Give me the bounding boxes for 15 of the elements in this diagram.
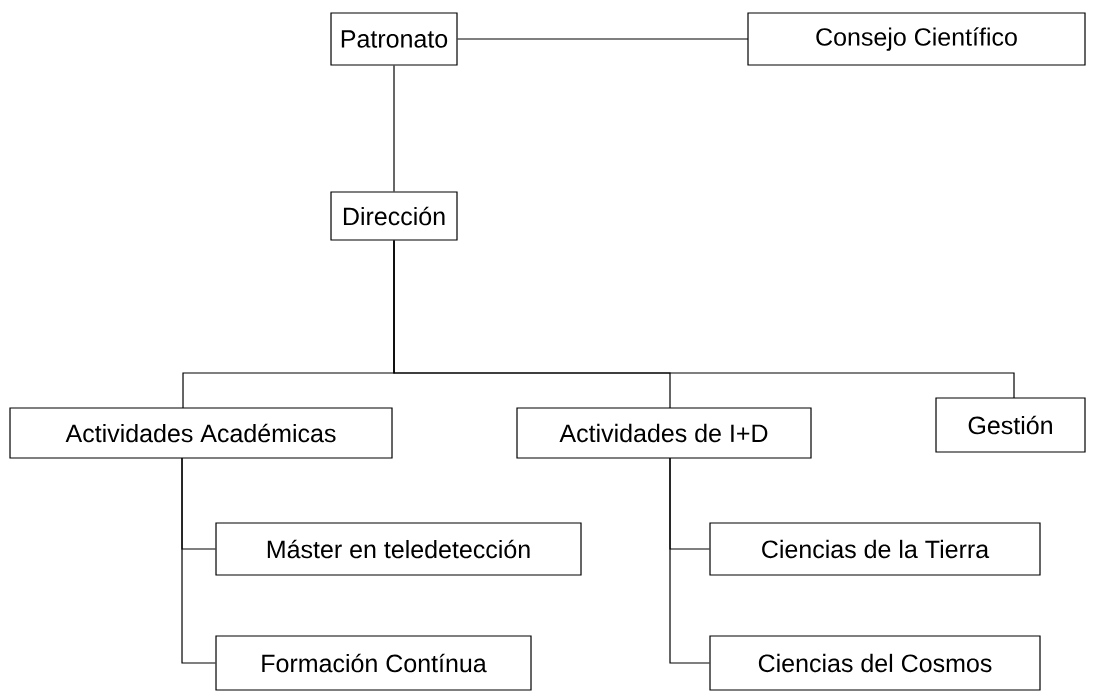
org-box: Actividades Académicas bbox=[9, 407, 393, 459]
org-box: Gestión bbox=[935, 397, 1086, 453]
connector-line bbox=[393, 65, 395, 192]
org-box: Máster en teledetección bbox=[215, 522, 582, 576]
connector-line bbox=[669, 457, 710, 664]
org-box: Ciencias de la Tierra bbox=[709, 522, 1041, 576]
connector-line bbox=[457, 38, 749, 40]
connector-line bbox=[181, 457, 216, 664]
org-box: Ciencias del Cosmos bbox=[709, 635, 1041, 691]
org-box: Consejo Científico bbox=[747, 12, 1086, 66]
org-box: Patronato bbox=[330, 12, 458, 66]
org-box: Formación Contínua bbox=[215, 635, 532, 691]
org-box: Actividades de I+D bbox=[516, 407, 812, 459]
org-box: Dirección bbox=[330, 191, 458, 241]
connector-line bbox=[393, 240, 1015, 399]
